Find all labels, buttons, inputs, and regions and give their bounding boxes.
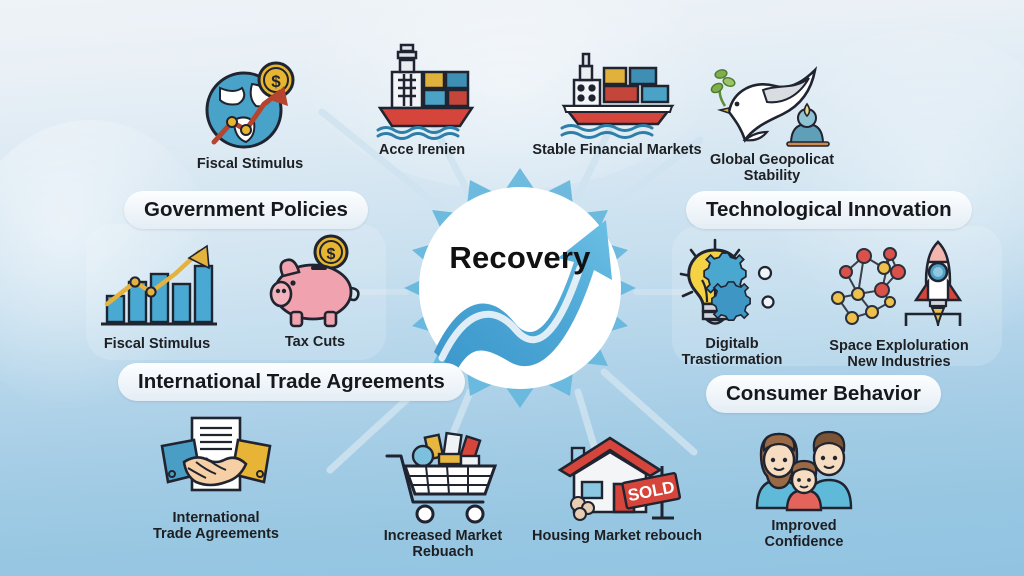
network-rocket-icon: [828, 238, 970, 334]
node-housing-market-rebound[interactable]: SOLD Housing Market rebouch: [532, 428, 702, 544]
category-label: Consumer Behavior: [726, 382, 921, 405]
node-label: Space Exploluration New Industries: [829, 338, 969, 371]
node-label: Improved Confidence: [764, 518, 844, 551]
recovery-hub[interactable]: Recovery: [398, 166, 642, 410]
node-label: Fiscal Stimulus: [103, 336, 211, 352]
lightbulb-gears-icon: [671, 236, 793, 332]
node-increased-market-reach[interactable]: Increased Market Rebuach: [358, 428, 528, 560]
node-stable-financial-markets[interactable]: Stable Financial Markets: [532, 42, 702, 158]
dove-olive-branch-icon: [710, 52, 833, 148]
node-space-exploration[interactable]: Space Exploluration New Industries: [814, 238, 984, 370]
node-label: Stable Financial Markets: [532, 142, 702, 158]
family-group-icon: [745, 418, 863, 514]
category-technological-innovation[interactable]: Technological Innovation: [686, 191, 972, 229]
recovery-title: Recovery: [449, 240, 591, 275]
node-global-geopolitical-stability[interactable]: Global Geopolicat Stability: [697, 52, 847, 184]
category-consumer-behavior[interactable]: Consumer Behavior: [706, 375, 941, 413]
node-fiscal-stimulus-globe[interactable]: $ Fiscal Stimulus: [175, 56, 325, 172]
globe-dollar-growth-icon: $: [198, 56, 302, 152]
node-label: Housing Market rebouch: [532, 528, 702, 544]
category-label: Government Policies: [144, 198, 348, 221]
node-digital-transformation[interactable]: Digitalb Trastiormation: [657, 236, 807, 368]
node-fiscal-stimulus-chart[interactable]: Fiscal Stimulus: [82, 236, 232, 352]
shopping-cart-icon: [379, 428, 507, 524]
category-label: International Trade Agreements: [138, 370, 445, 393]
piggy-bank-coin-icon: $: [259, 234, 371, 330]
node-tax-cuts[interactable]: $ Tax Cuts: [240, 234, 390, 350]
node-label: Fiscal Stimulus: [196, 156, 304, 172]
bar-chart-growth-icon: [93, 236, 221, 332]
node-improved-confidence[interactable]: Improved Confidence: [729, 418, 879, 550]
category-international-trade-agreements[interactable]: International Trade Agreements: [118, 363, 465, 401]
svg-text:$: $: [271, 72, 281, 91]
node-international-trade-agreements[interactable]: International Trade Agreements: [141, 410, 291, 542]
house-sold-icon: SOLD: [552, 428, 682, 524]
node-label: Digitalb Trastiormation: [681, 336, 783, 369]
svg-text:$: $: [327, 246, 336, 263]
handshake-document-icon: [154, 410, 278, 506]
node-label: Acce Irenien: [378, 142, 466, 158]
node-label: Global Geopolicat Stability: [709, 152, 835, 185]
node-label: International Trade Agreements: [153, 510, 279, 543]
recovery-arrow-icon: [404, 168, 636, 408]
category-government-policies[interactable]: Government Policies: [124, 191, 368, 229]
node-label: Increased Market Rebuach: [383, 528, 503, 561]
category-label: Technological Innovation: [706, 198, 952, 221]
node-label: Tax Cuts: [284, 334, 346, 350]
cargo-ship-icon: [554, 42, 680, 139]
container-ship-icon: [364, 42, 480, 140]
node-access-trade-ship[interactable]: Acce Irenien: [347, 42, 497, 158]
